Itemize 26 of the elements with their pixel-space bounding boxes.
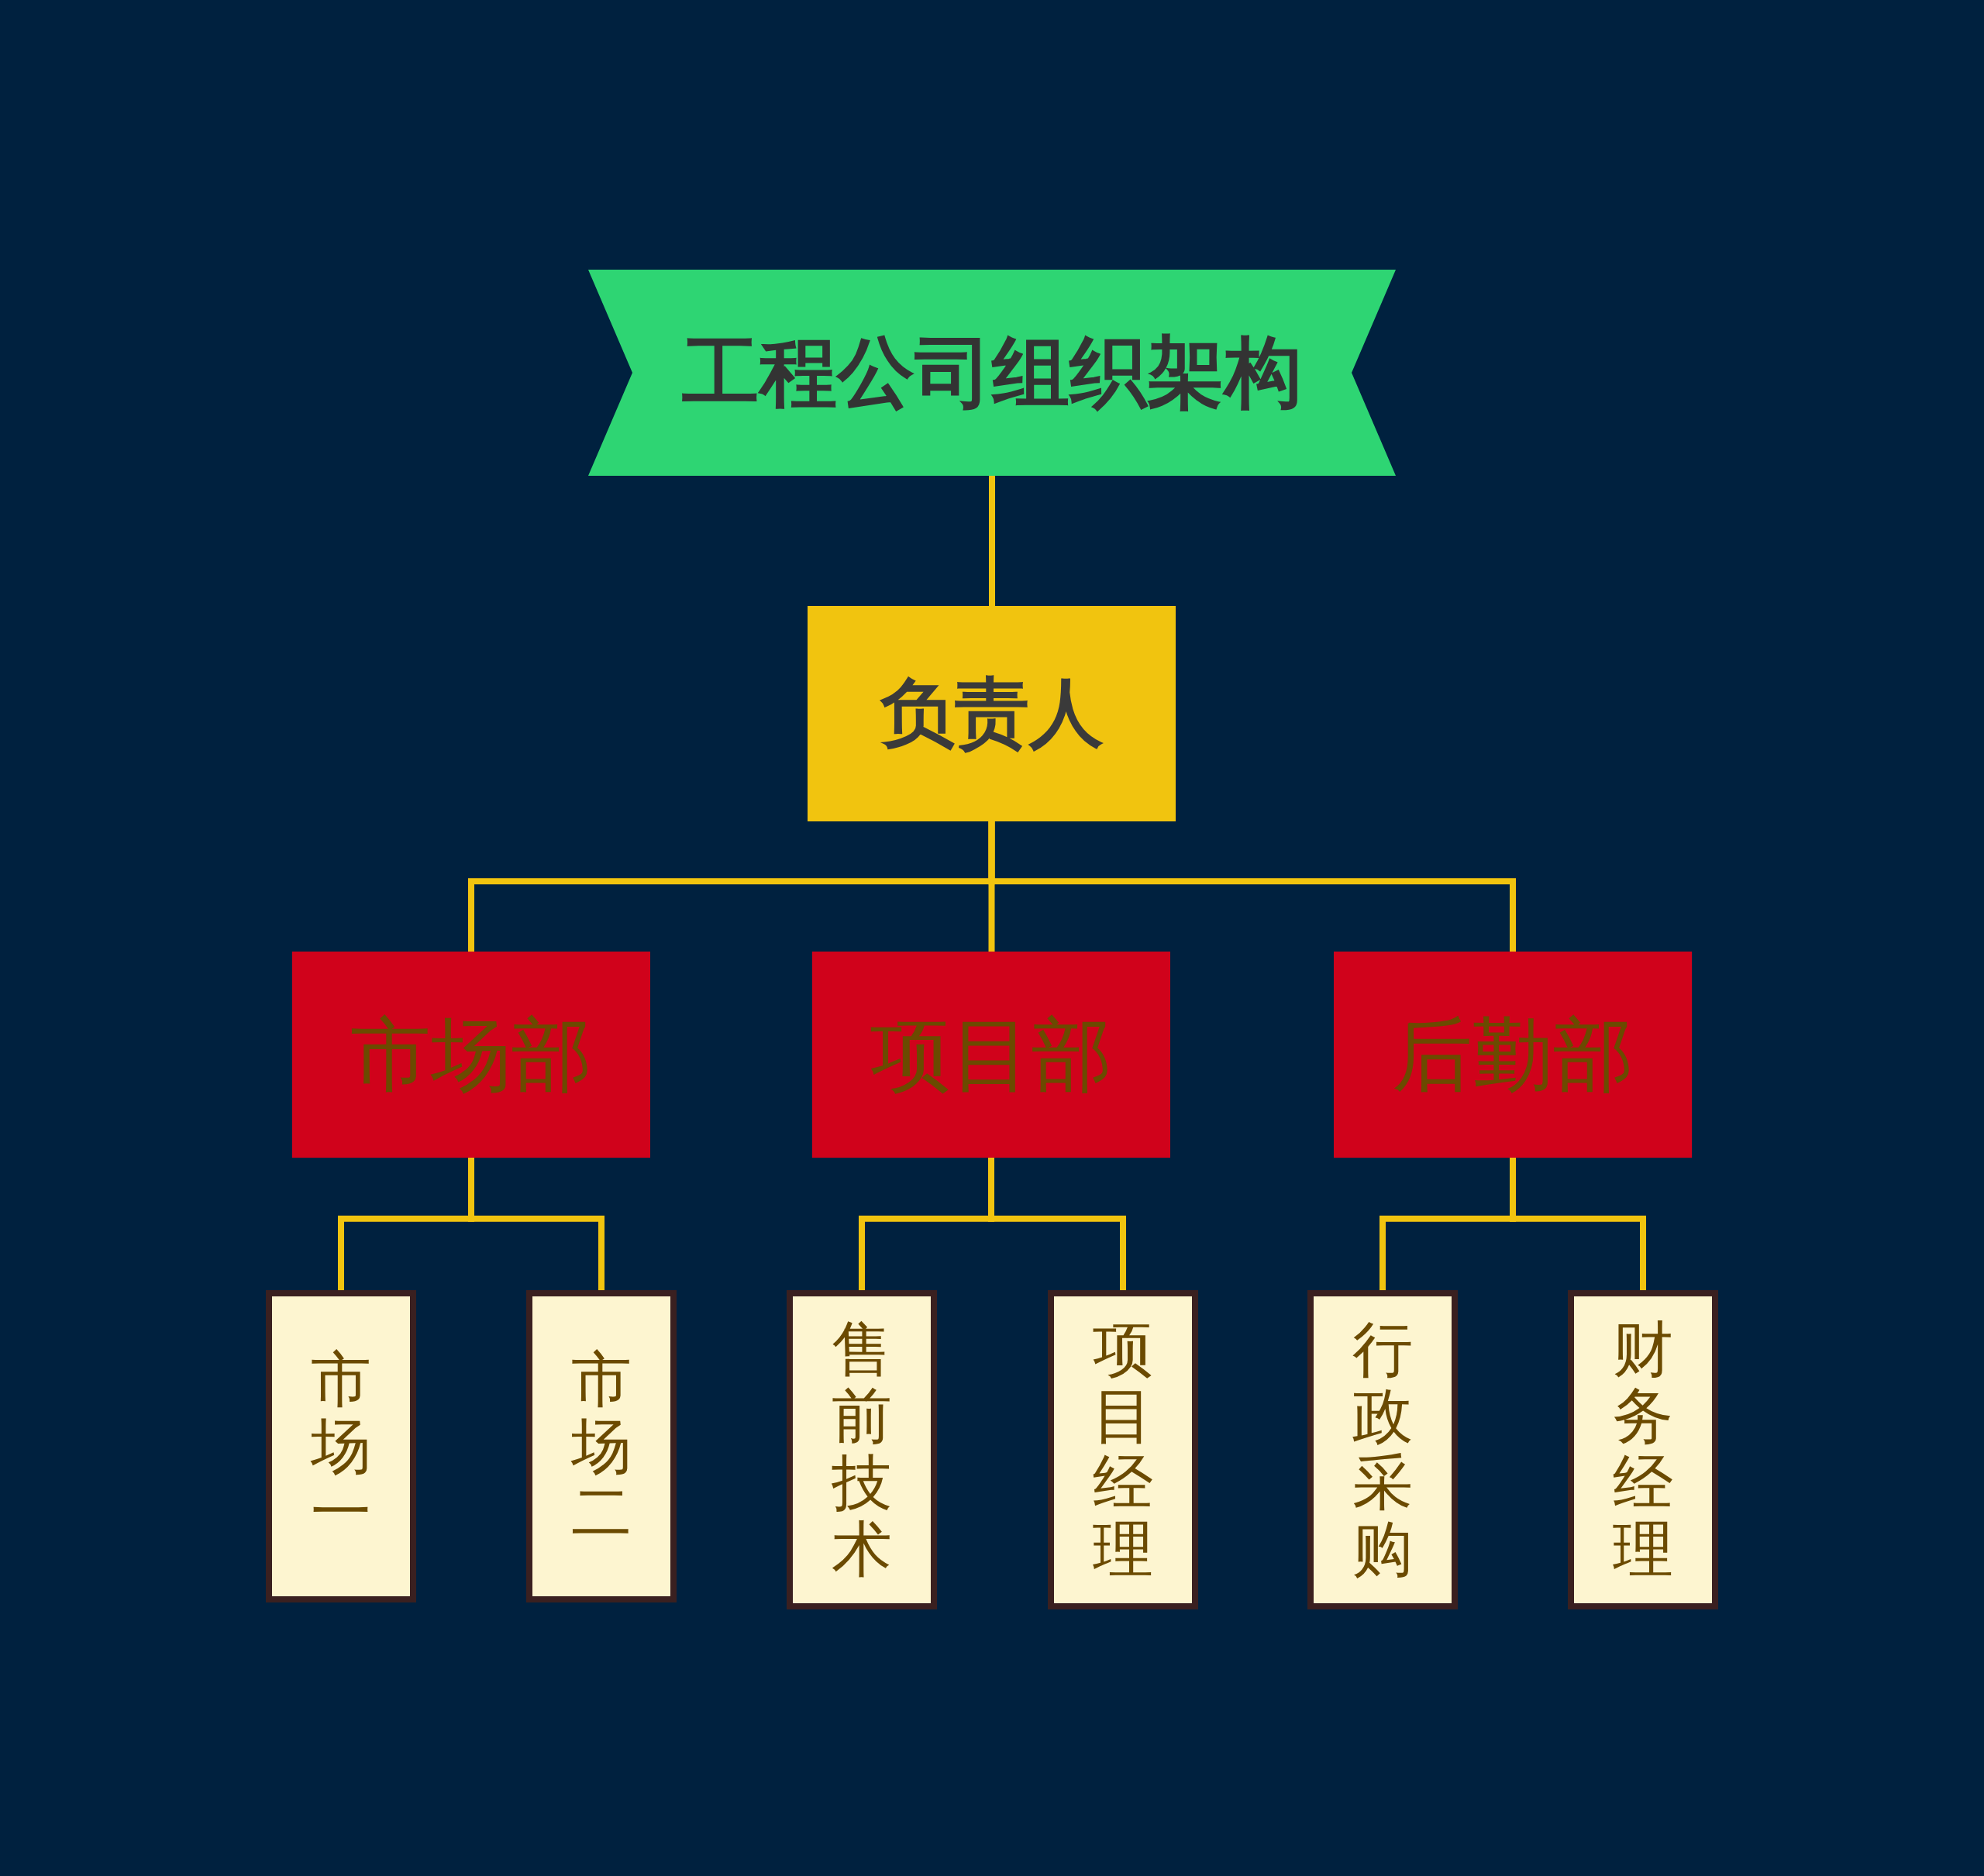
role-box: [1568, 1290, 1718, 1609]
role-box: [1307, 1290, 1458, 1609]
connector-line: [989, 476, 995, 606]
box-text: 后勤部: [1392, 1006, 1634, 1103]
role-box: [266, 1290, 416, 1602]
department-box: [1334, 952, 1692, 1158]
box-text: 市场二: [571, 1346, 632, 1547]
role-box: [526, 1290, 677, 1602]
box-text: 负责人: [880, 669, 1104, 759]
role-box: [787, 1290, 937, 1609]
box-text: 项目经理: [1093, 1317, 1153, 1583]
department-box: [812, 952, 1170, 1158]
box-text: 财务经理: [1613, 1317, 1673, 1583]
box-text: 售前技术: [832, 1317, 892, 1583]
box-text: 项目部: [870, 1006, 1112, 1103]
connector-line: [468, 1158, 604, 1290]
connector-line: [1510, 1158, 1646, 1290]
box-text: 市场一: [311, 1346, 371, 1547]
box-text: 市场部: [350, 1006, 592, 1103]
connector-line: [988, 821, 1516, 952]
role-box: [1048, 1290, 1198, 1609]
title-text: 工程公司组织架构: [682, 326, 1302, 419]
box-text: 行政采购: [1352, 1317, 1413, 1583]
connector-line: [988, 1158, 1126, 1290]
department-box: [292, 952, 650, 1158]
person-box: [808, 606, 1176, 821]
